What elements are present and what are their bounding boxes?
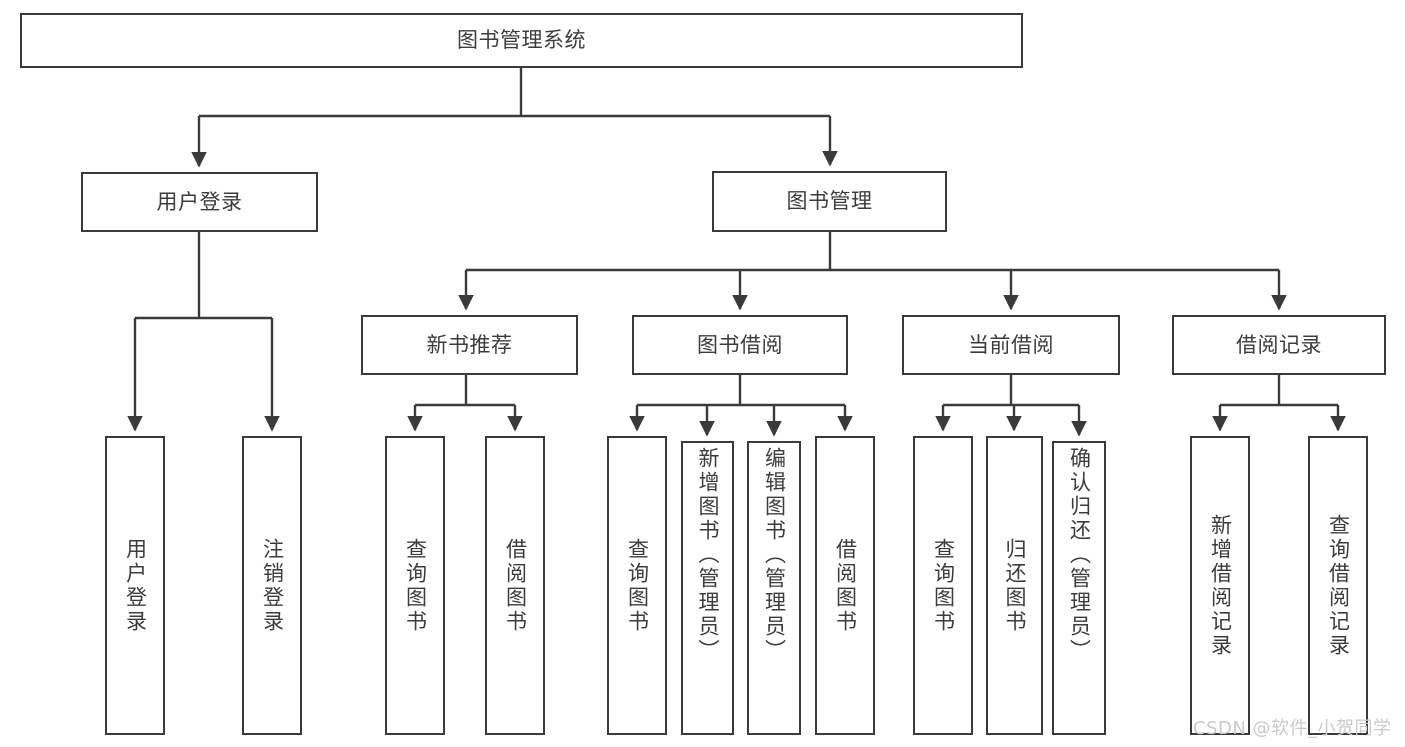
node-label: 用户登录 xyxy=(123,537,148,634)
node-label: 借阅图书 xyxy=(833,537,858,634)
node-leaf-borrow-book-rec[interactable]: 借阅图书 xyxy=(485,436,545,735)
node-label: 注销登录 xyxy=(260,537,285,634)
node-leaf-borrow-book[interactable]: 借阅图书 xyxy=(815,436,875,735)
node-leaf-query-book-cur[interactable]: 查询图书 xyxy=(913,436,973,735)
node-label: 新书推荐 xyxy=(426,332,513,357)
node-leaf-add-book[interactable]: 新增图书（管理员） xyxy=(681,441,734,735)
node-label: 当前借阅 xyxy=(968,332,1054,357)
node-label: 借阅记录 xyxy=(1236,332,1322,357)
node-borrow-record[interactable]: 借阅记录 xyxy=(1172,315,1386,375)
node-leaf-return-book[interactable]: 归还图书 xyxy=(986,436,1043,735)
node-leaf-query-book-rec[interactable]: 查询图书 xyxy=(385,436,445,735)
node-leaf-logout[interactable]: 注销登录 xyxy=(242,436,302,735)
node-label: 编辑图书（管理员） xyxy=(762,447,787,663)
node-label: 查询图书 xyxy=(403,537,428,634)
node-leaf-confirm-return[interactable]: 确认归还（管理员） xyxy=(1052,441,1106,735)
node-label: 用户登录 xyxy=(156,189,243,214)
node-book-borrow[interactable]: 图书借阅 xyxy=(632,315,848,375)
node-new-book-recommend[interactable]: 新书推荐 xyxy=(361,315,578,375)
node-user-login[interactable]: 用户登录 xyxy=(81,172,318,232)
node-label: 借阅图书 xyxy=(503,537,528,634)
node-label: 图书管理系统 xyxy=(457,28,586,53)
node-leaf-query-record[interactable]: 查询借阅记录 xyxy=(1308,436,1368,735)
node-label: 图书管理 xyxy=(786,189,873,214)
node-current-borrow[interactable]: 当前借阅 xyxy=(902,315,1120,375)
node-leaf-edit-book[interactable]: 编辑图书（管理员） xyxy=(747,441,801,735)
node-book-manage[interactable]: 图书管理 xyxy=(712,171,947,232)
node-label: 图书借阅 xyxy=(697,332,783,357)
node-label: 归还图书 xyxy=(1003,537,1027,634)
node-label: 查询图书 xyxy=(931,537,956,634)
node-root[interactable]: 图书管理系统 xyxy=(20,13,1023,68)
node-leaf-add-record[interactable]: 新增借阅记录 xyxy=(1190,436,1250,735)
node-leaf-user-login[interactable]: 用户登录 xyxy=(105,436,165,735)
node-label: 新增图书（管理员） xyxy=(696,447,720,663)
node-label: 查询借阅记录 xyxy=(1326,513,1351,658)
node-leaf-query-book-borrow[interactable]: 查询图书 xyxy=(607,436,667,735)
node-label: 新增借阅记录 xyxy=(1208,513,1233,658)
node-label: 确认归还（管理员） xyxy=(1067,447,1092,663)
node-label: 查询图书 xyxy=(625,537,650,634)
csdn-watermark: CSDN @软件_小贺同学 xyxy=(1193,718,1392,739)
